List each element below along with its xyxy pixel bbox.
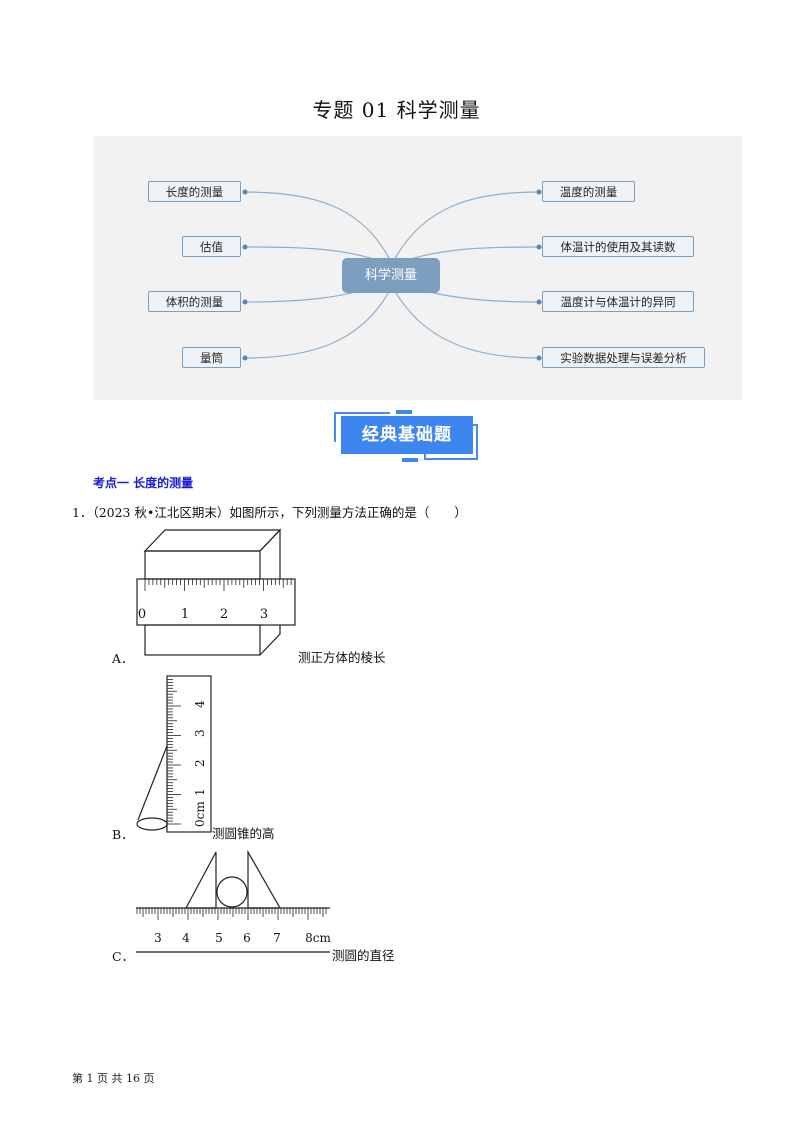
dot-left-2 xyxy=(242,244,248,250)
mindmap-node-thermometer-reading: 体温计的使用及其读数 xyxy=(542,236,694,257)
ruler-a-tick-label: 2 xyxy=(220,607,228,622)
figure-c-circle-triangles: 3 4 5 6 7 8cm xyxy=(136,849,331,953)
connector-right-4 xyxy=(392,287,540,359)
section-badge: 经典基础题 xyxy=(334,408,481,464)
mindmap-node-thermometer-compare: 温度计与体温计的异同 xyxy=(542,291,694,312)
dot-right-3 xyxy=(536,299,542,305)
cone-left-edge xyxy=(137,745,168,821)
dot-left-3 xyxy=(242,299,248,305)
ruler-b-tick-label: 0cm xyxy=(193,801,207,827)
ruler-c-tick-label: 5 xyxy=(215,931,223,945)
dot-right-1 xyxy=(536,189,542,195)
triangle-left xyxy=(184,851,217,909)
figure-b-cone-ruler: 0cm 1 2 3 4 xyxy=(136,675,212,833)
cone-base xyxy=(136,817,168,831)
option-b-text: 测圆锥的高 xyxy=(212,826,275,841)
triangle-right xyxy=(247,849,282,909)
cube-top-face xyxy=(143,529,282,552)
ruler-a-body xyxy=(136,578,296,626)
connector-left-2 xyxy=(244,246,384,263)
connector-left-4 xyxy=(244,287,392,359)
ruler-c-ticks xyxy=(136,908,327,920)
ruler-b-body xyxy=(166,675,212,833)
ruler-b-tick-label: 1 xyxy=(193,788,207,796)
badge-label: 经典基础题 xyxy=(341,416,473,454)
dot-left-4 xyxy=(242,355,248,361)
option-c-text: 测圆的直径 xyxy=(332,948,395,963)
option-b-label: B． xyxy=(112,827,134,842)
mindmap-node-cylinder: 量筒 xyxy=(182,347,241,368)
mind-map: 长度的测量 估值 体积的测量 量筒 科学测量 温度的测量 体温计的使用及其读数 … xyxy=(93,136,742,400)
ruler-c-tick-label: 8cm xyxy=(305,931,331,945)
ruler-c-tick-label: 3 xyxy=(154,931,162,945)
mindmap-center-node: 科学测量 xyxy=(342,258,440,293)
ruler-c-tick-label: 4 xyxy=(182,931,190,945)
ruler-b-ticks xyxy=(167,679,181,825)
ruler-c-tick-label: 6 xyxy=(243,931,251,945)
figure-a-cube-ruler: 0 1 2 3 xyxy=(136,528,296,656)
page-footer: 第 1 页 共 16 页 xyxy=(72,1072,155,1085)
connector-right-2 xyxy=(400,246,540,263)
ruler-b-tick-label: 3 xyxy=(193,729,207,737)
ruler-b-tick-label: 4 xyxy=(193,700,207,708)
cube-front-upper xyxy=(144,550,261,580)
page-title: 专题 01 科学测量 xyxy=(312,98,481,122)
mindmap-node-length: 长度的测量 xyxy=(148,181,241,202)
question-text: 1．（2023 秋•江北区期末）如图所示，下列测量方法正确的是（ ） xyxy=(72,505,467,520)
mindmap-node-temperature: 温度的测量 xyxy=(542,181,635,202)
cube-front-lower xyxy=(144,624,261,656)
option-a-label: A． xyxy=(112,651,134,666)
ruler-c-tick-label: 7 xyxy=(273,931,281,945)
cube-side-upper xyxy=(259,528,281,579)
ruler-a-ticks xyxy=(144,579,292,591)
connector-right-1 xyxy=(392,191,540,263)
mindmap-node-error-analysis: 实验数据处理与误差分析 xyxy=(542,347,705,368)
measured-circle xyxy=(216,876,248,908)
connector-left-1 xyxy=(244,191,392,263)
dot-right-4 xyxy=(536,355,542,361)
mindmap-node-estimate: 估值 xyxy=(182,236,241,257)
section-heading: 考点一 长度的测量 xyxy=(93,476,194,490)
ruler-a-tick-label: 3 xyxy=(260,607,268,622)
option-a-text: 测正方体的棱长 xyxy=(298,650,386,665)
ruler-b-tick-label: 2 xyxy=(193,759,207,767)
ruler-a-tick-label: 1 xyxy=(181,607,189,622)
mindmap-node-volume: 体积的测量 xyxy=(148,291,241,312)
ruler-a-tick-label: 0 xyxy=(138,607,146,622)
option-c-label: C． xyxy=(112,949,135,964)
dot-right-2 xyxy=(536,244,542,250)
dot-left-1 xyxy=(242,189,248,195)
cube-side-lower xyxy=(259,625,281,656)
